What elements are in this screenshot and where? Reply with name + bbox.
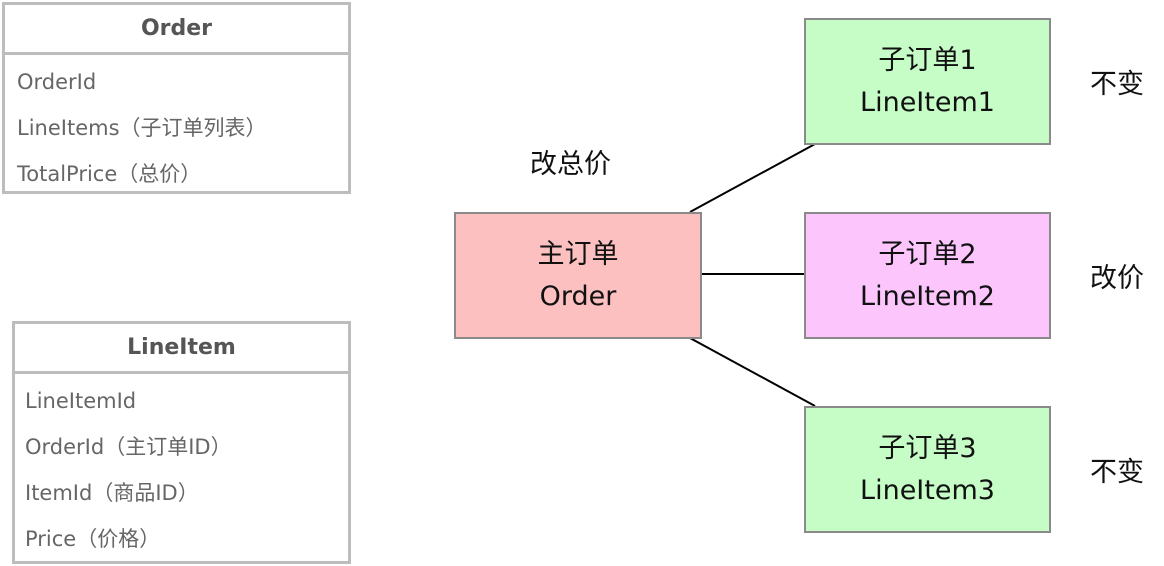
main-order-note: 改总价 [530,149,611,180]
lineitem-1-title: 子订单1 [878,44,977,76]
order-field-total-price: TotalPrice（总价） [17,162,202,186]
lineitem-class-fields: LineItemId OrderId（主订单ID） ItemId（商品ID） P… [15,374,348,562]
lineitem-node-2: 子订单2 LineItem2 [804,212,1051,339]
lineitem-2-note: 改价 [1090,263,1144,294]
connector-main-to-lineitem3 [689,337,816,407]
order-class-name: Order [5,5,348,55]
lineitem-class-name: LineItem [15,324,348,374]
order-class-fields: OrderId LineItems（子订单列表） TotalPrice（总价） [5,55,348,197]
lineitem-1-note: 不变 [1090,69,1144,100]
lineitem-3-title: 子订单3 [878,432,977,464]
lineitem-1-subtitle: LineItem1 [860,86,995,118]
lineitem-2-title: 子订单2 [878,238,977,270]
lineitem-field-lineitem-id: LineItemId [25,389,137,413]
lineitem-2-subtitle: LineItem2 [860,280,995,312]
lineitem-field-order-id: OrderId（主订单ID） [25,435,232,459]
order-field-order-id: OrderId [17,70,97,94]
lineitem-3-note: 不变 [1090,457,1144,488]
main-order-node: 主订单 Order [454,212,702,339]
lineitem-3-subtitle: LineItem3 [860,474,995,506]
lineitem-field-item-id: ItemId（商品ID） [25,481,199,505]
lineitem-node-3: 子订单3 LineItem3 [804,406,1051,533]
main-order-subtitle: Order [539,280,617,312]
lineitem-field-price: Price（价格） [25,527,161,551]
order-class-box: Order OrderId LineItems（子订单列表） TotalPric… [2,2,351,194]
connector-main-to-lineitem1 [689,143,816,213]
lineitem-class-box: LineItem LineItemId OrderId（主订单ID） ItemI… [12,321,351,564]
main-order-title: 主订单 [537,238,619,270]
lineitem-node-1: 子订单1 LineItem1 [804,18,1051,145]
order-field-line-items: LineItems（子订单列表） [17,116,267,140]
